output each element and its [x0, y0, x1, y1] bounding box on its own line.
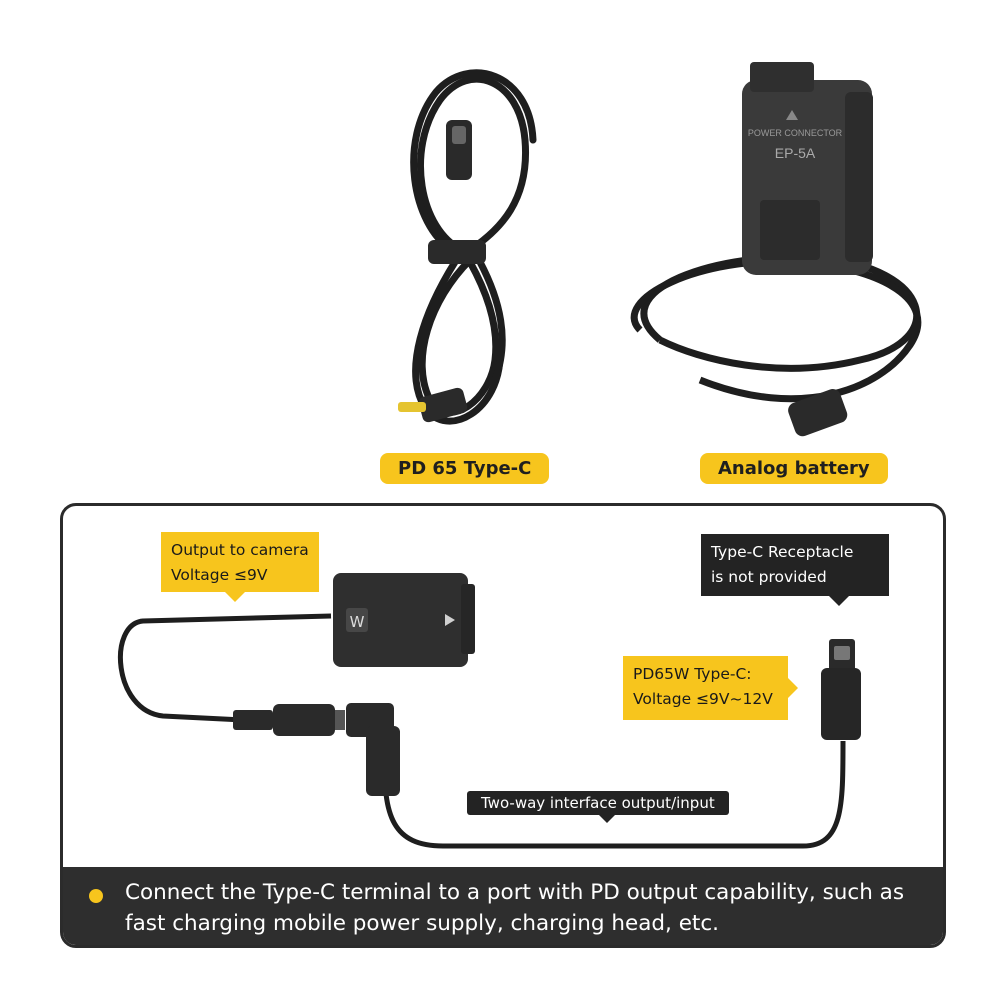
input-callout-line2: Voltage ≤9V~12V: [633, 690, 773, 708]
bullet-icon: [89, 889, 103, 903]
output-callout: Output to camera Voltage ≤9V: [161, 532, 319, 602]
output-callout-line1: Output to camera: [171, 541, 309, 559]
footer-note: Connect the Type-C terminal to a port wi…: [63, 867, 943, 945]
battery-adapter-icon: W: [333, 573, 475, 667]
usb-c-plug-icon: [821, 639, 861, 740]
input-callout-line1: PD65W Type-C:: [633, 665, 752, 683]
battery-label-pill: Analog battery: [700, 453, 888, 484]
connection-diagram: W: [117, 573, 861, 849]
battery-label-line1: POWER CONNECTOR: [748, 128, 843, 138]
receptacle-callout-line1: Type-C Receptacle: [711, 543, 854, 561]
input-callout: PD65W Type-C: Voltage ≤9V~12V: [623, 656, 798, 720]
dummy-battery-image: POWER CONNECTOR EP-5A: [630, 62, 922, 437]
receptacle-callout-line2: is not provided: [711, 568, 827, 586]
output-callout-line2: Voltage ≤9V: [171, 566, 268, 584]
footer-note-text: Connect the Type-C terminal to a port wi…: [125, 880, 905, 936]
dc-plug-icon: [418, 387, 468, 423]
receptacle-callout: Type-C Receptacle is not provided: [701, 534, 889, 606]
cable-strap-icon: [428, 240, 486, 264]
battery-label-line2: EP-5A: [775, 145, 816, 161]
diagram-panel: W Output to camera Voltage ≤9V Type-C Re…: [60, 503, 946, 948]
battery-logo: W: [350, 613, 365, 631]
interface-label: Two-way interface output/input: [467, 791, 729, 815]
cable-label-pill: PD 65 Type-C: [380, 453, 550, 484]
